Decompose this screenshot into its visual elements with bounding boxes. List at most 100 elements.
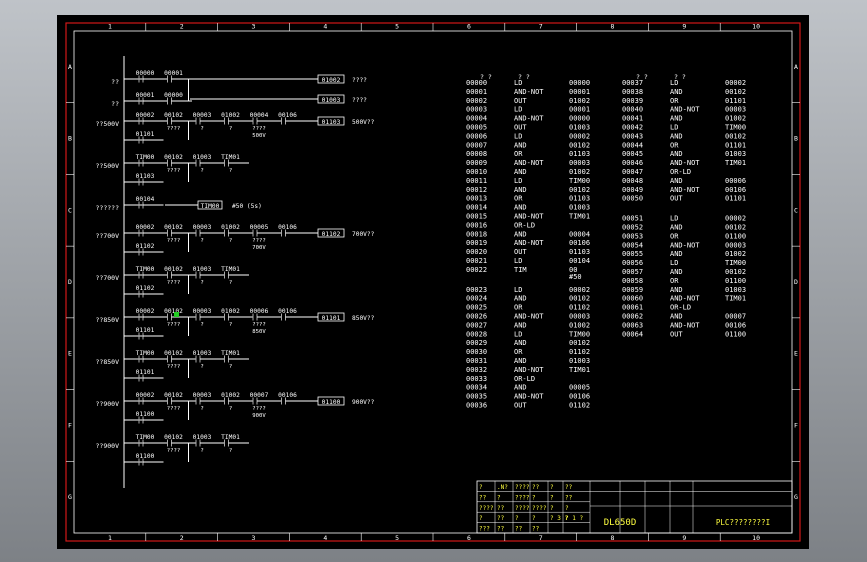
title-cell: ? bbox=[565, 505, 569, 512]
zone-row-right: G bbox=[794, 493, 798, 501]
il-col1-step: 00032 bbox=[466, 366, 487, 374]
il-col2-step: 00038 bbox=[622, 88, 643, 96]
il-col1-step: 00020 bbox=[466, 248, 487, 256]
contact-address: 00003 bbox=[193, 112, 212, 119]
drawing-number: DL650D bbox=[604, 518, 637, 528]
il-col1-step: 00018 bbox=[466, 230, 487, 238]
contact-comment: ???? bbox=[167, 280, 180, 286]
contact-comment: ? bbox=[200, 448, 203, 454]
timer-box bbox=[197, 200, 223, 210]
contact-address: 01101 bbox=[136, 369, 155, 376]
contact-comment: ? bbox=[200, 280, 203, 286]
il-col2-op: AND bbox=[670, 313, 683, 321]
contact-comment: ???? bbox=[252, 406, 265, 412]
contact-address: 00106 bbox=[278, 112, 297, 119]
il-col2-step: 00049 bbox=[622, 186, 643, 194]
il-col1-op: TIM bbox=[514, 266, 527, 274]
il-col1-step: 00000 bbox=[466, 79, 487, 87]
contact-address: 00001 bbox=[164, 70, 183, 77]
drawing-name: PLC????????I bbox=[716, 518, 770, 527]
contact-comment: ???? bbox=[252, 322, 265, 328]
il-col1-op: OUT bbox=[514, 97, 527, 105]
contact-comment: ? bbox=[229, 238, 232, 244]
il-col1-operand: 01003 bbox=[569, 124, 590, 132]
il-col2-op: LD bbox=[670, 215, 678, 223]
il-col2-op: AND bbox=[670, 150, 683, 158]
list-header: ? ? bbox=[674, 73, 686, 81]
contact-address: 01003 bbox=[193, 350, 212, 357]
contact-comment: ? bbox=[229, 168, 232, 174]
il-col1-step: 00004 bbox=[466, 115, 487, 123]
contact-address: 01003 bbox=[193, 154, 212, 161]
il-col2-operand: TIM00 bbox=[725, 124, 746, 132]
zone-row-right: A bbox=[794, 63, 798, 71]
il-col1-step: 00012 bbox=[466, 186, 487, 194]
contact-address: 00106 bbox=[278, 392, 297, 399]
contact-comment: ? bbox=[229, 280, 232, 286]
il-col1-step: 00025 bbox=[466, 304, 487, 312]
coil-comment: 700V?? bbox=[352, 231, 375, 238]
title-cell: ???? bbox=[515, 494, 530, 501]
il-col1-step: 00031 bbox=[466, 357, 487, 365]
rung-label: ?? bbox=[111, 100, 119, 108]
il-col1-op: OUT bbox=[514, 124, 527, 132]
coil-address: 01003 bbox=[322, 97, 341, 104]
contact-comment: 500V bbox=[252, 133, 266, 139]
rung-label: ??500V bbox=[96, 120, 120, 128]
output-coil bbox=[317, 74, 345, 84]
il-col2-operand: 01101 bbox=[725, 141, 746, 149]
il-col2-step: 00037 bbox=[622, 79, 643, 87]
title-cell: ?? bbox=[565, 494, 573, 501]
zone-col-top: 8 bbox=[611, 23, 615, 31]
il-col1-op: OR bbox=[514, 195, 523, 203]
contact-comment: ???? bbox=[167, 448, 180, 454]
zone-row-right: C bbox=[794, 206, 798, 214]
il-col2-op: LD bbox=[670, 124, 678, 132]
il-col1-operand: 00102 bbox=[569, 186, 590, 194]
il-col1-step: 00026 bbox=[466, 313, 487, 321]
il-col1-step: 00034 bbox=[466, 384, 487, 392]
contact-comment: ? bbox=[229, 126, 232, 132]
contact-address: 01101 bbox=[136, 327, 155, 334]
contact-comment: ? bbox=[200, 406, 203, 412]
il-col2-step: 00057 bbox=[622, 268, 643, 276]
contact-address: 00106 bbox=[278, 224, 297, 231]
rung-label: ?????? bbox=[96, 204, 120, 212]
il-col2-operand: 00102 bbox=[725, 224, 746, 232]
contact-address: TIM00 bbox=[136, 434, 155, 441]
il-col1-operand: 01102 bbox=[569, 304, 590, 312]
il-col2-op: LD bbox=[670, 259, 678, 267]
title-cell: .N? bbox=[497, 484, 508, 491]
rung-label: ??500V bbox=[96, 162, 120, 170]
il-col1-operand: 00005 bbox=[569, 384, 590, 392]
il-col2-step: 00064 bbox=[622, 330, 643, 338]
il-col2-op: AND-NOT bbox=[670, 321, 700, 329]
title-cell: ?? bbox=[479, 494, 487, 501]
il-col1-operand: TIM00 bbox=[569, 330, 590, 338]
il-col1-step: 00010 bbox=[466, 168, 487, 176]
il-col1-op: LD bbox=[514, 106, 522, 114]
il-col2-operand: 00106 bbox=[725, 321, 746, 329]
contact-address: TIM00 bbox=[136, 266, 155, 273]
il-col1-operand: 00001 bbox=[569, 88, 590, 96]
il-col1-operand: 00002 bbox=[569, 286, 590, 294]
il-col1-operand: 00001 bbox=[569, 106, 590, 114]
il-col1-step: 00027 bbox=[466, 321, 487, 329]
contact-address: 00002 bbox=[136, 392, 155, 399]
contact-comment: ? bbox=[229, 448, 232, 454]
il-col1-step: 00003 bbox=[466, 106, 487, 114]
il-col1-op: AND bbox=[514, 141, 527, 149]
il-col1-op: AND-NOT bbox=[514, 393, 544, 401]
coil-address: 01101 bbox=[322, 315, 341, 322]
il-col2-step: 00055 bbox=[622, 250, 643, 258]
il-col1-operand: 00003 bbox=[569, 159, 590, 167]
contact-address: 00002 bbox=[136, 224, 155, 231]
cursor-marker bbox=[174, 312, 179, 317]
contact-address: 01100 bbox=[136, 411, 155, 418]
title-cell: ? bbox=[532, 515, 536, 522]
contact-address: 00004 bbox=[250, 112, 269, 119]
il-col1-operand: 01102 bbox=[569, 402, 590, 410]
il-col1-operand: 00000 bbox=[569, 115, 590, 123]
timer-name: TIM00 bbox=[201, 203, 220, 210]
il-col1-operand: 01103 bbox=[569, 248, 590, 256]
